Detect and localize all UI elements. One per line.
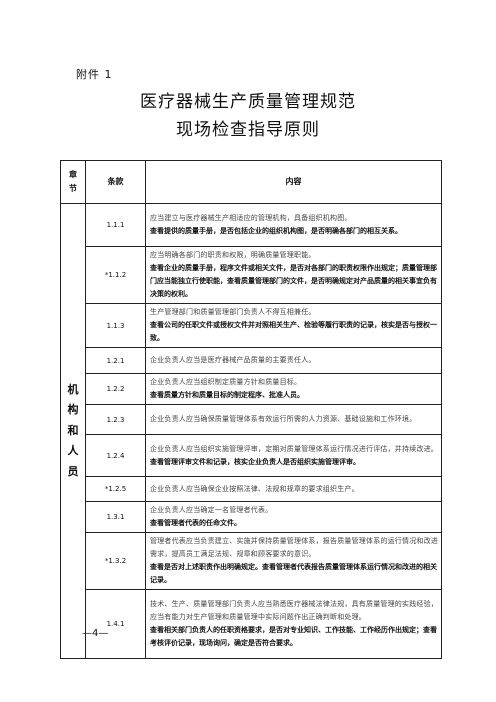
chapter-char: 机 — [67, 383, 79, 397]
content-cell: 生产管理部门和质量管理部门负责人不得互相兼任。查看公司的任职文件或授权文件并对照… — [145, 303, 442, 348]
requirement-text: 管理者代表应当负责建立、实施并保持质量管理体系，报告质量管理体系的运行情况和改进… — [150, 537, 438, 558]
chapter-char: 员 — [67, 464, 79, 478]
requirement-text: 企业负责人应当确定一名管理者代表。 — [150, 506, 273, 514]
requirement-text: 企业负责人应当是医疗器械产品质量的主要责任人。 — [150, 356, 316, 364]
document-title-line2: 现场检查指导原则 — [176, 120, 320, 140]
table-header-row: 章节 条款 内容 — [60, 160, 442, 204]
chapter-name: 机构和人员 — [61, 380, 85, 482]
content-cell: 管理者代表应当负责建立、实施并保持质量管理体系，报告质量管理体系的运行情况和改进… — [145, 532, 442, 590]
table-row: *1.2.5 企业负责人应当确保企业按照法律、法规和规章的要求组织生产。 — [61, 476, 442, 502]
table-row: 1.2.3 企业负责人应当确保质量管理体系有效运行所需的人力资源、基础设施和工作… — [61, 404, 442, 435]
content-cell: 企业负责人应当是医疗器械产品质量的主要责任人。 — [145, 347, 442, 374]
content-cell: 企业负责人应当组织实施管理评审，定期对质量管理体系运行情况进行评估，并持续改进。… — [145, 434, 442, 477]
clause-number: 1.2.1 — [85, 347, 146, 374]
content-cell: 企业负责人应当确保质量管理体系有效运行所需的人力资源、基础设施和工作环境。 — [145, 404, 442, 435]
table-row: 机构和人员 1.1.1 应当建立与医疗器械生产相适应的管理机构，具备组织机构图。… — [60, 203, 442, 659]
document-title-line1: 医疗器械生产质量管理规范 — [140, 92, 356, 112]
requirement-text: 应当建立与医疗器械生产相适应的管理机构，具备组织机构图。 — [150, 214, 352, 222]
header-chapter: 章节 — [60, 160, 86, 204]
clause-number: 1.2.4 — [85, 434, 146, 477]
clause-number: 1.4.1 — [85, 589, 146, 659]
content-cell: 企业负责人应当确保企业按照法律、法规和规章的要求组织生产。 — [145, 476, 442, 502]
table-row: 1.2.4 企业负责人应当组织实施管理评审，定期对质量管理体系运行情况进行评估，… — [61, 434, 442, 477]
requirement-text: 企业负责人应当组织制定质量方针和质量目标。 — [150, 378, 302, 386]
chapter-char: 人 — [67, 444, 79, 458]
check-text: 查看管理评审文件和记录，核实企业负责人是否组织实施管理评审。 — [150, 457, 360, 466]
table-row: 1.3.1 企业负责人应当确定一名管理者代表。查看管理者代表的任命文件。 — [61, 501, 442, 533]
page-number: —4— — [82, 628, 109, 639]
clause-number: 1.3.1 — [85, 501, 146, 533]
content-cell: 企业负责人应当确定一名管理者代表。查看管理者代表的任命文件。 — [145, 501, 442, 533]
check-text: 查看是否对上述职责作出明确规定。查看管理者代表报告质量管理体系运行情况和改进的相… — [150, 563, 437, 584]
check-text: 查看相关部门负责人的任职资格要求，是否对专业知识、工作技能、工作经历作出规定；查… — [150, 626, 437, 647]
requirement-text: 应当明确各部门的职责和权限，明确质量管理职能。 — [150, 251, 316, 259]
content-cell: 应当建立与医疗器械生产相适应的管理机构，具备组织机构图。查看提供的质量手册，是否… — [145, 203, 442, 247]
header-clause: 条款 — [85, 160, 146, 204]
clause-number: *1.1.2 — [85, 246, 146, 304]
table-row: *1.1.2 应当明确各部门的职责和权限，明确质量管理职能。查看企业的质量手册，… — [61, 246, 442, 304]
clause-number: 1.2.3 — [85, 404, 146, 435]
requirement-text: 企业负责人应当组织实施管理评审，定期对质量管理体系运行情况进行评估，并持续改进。 — [150, 444, 438, 453]
check-text: 查看提供的质量手册，是否包括企业的组织机构图，是否明确各部门的相互关系。 — [150, 227, 402, 235]
content-cell: 企业负责人应当组织制定质量方针和质量目标。查看质量方针和质量目标的制定程序、批准… — [145, 373, 442, 405]
table-row: *1.3.2 管理者代表应当负责建立、实施并保持质量管理体系，报告质量管理体系的… — [61, 532, 442, 590]
check-text: 查看企业的质量手册，程序文件或相关文件，是否对各部门的职责权限作出规定；质量管理… — [150, 264, 437, 298]
check-text: 查看公司的任职文件或授权文件并对照相关生产、检验等履行职责的记录，核实是否与授权… — [150, 321, 437, 342]
header-content: 内容 — [145, 160, 442, 204]
clause-number: 1.1.3 — [85, 303, 146, 348]
chapter-char: 构 — [67, 403, 79, 417]
check-text: 查看质量方针和质量目标的制定程序、批准人员。 — [150, 391, 304, 399]
requirement-text: 企业负责人应当确保质量管理体系有效运行所需的人力资源、基础设施和工作环境。 — [150, 415, 417, 423]
clause-number: 1.2.2 — [85, 373, 146, 405]
requirement-text: 企业负责人应当确保企业按照法律、法规和规章的要求组织生产。 — [150, 484, 359, 493]
table-row: 1.1.3 生产管理部门和质量管理部门负责人不得互相兼任。查看公司的任职文件或授… — [61, 303, 442, 348]
requirement-text: 技术、生产、质量管理部门负责人应当熟悉医疗器械法律法规，具有质量管理的实践经验，… — [150, 600, 438, 621]
clause-number: 1.1.1 — [85, 203, 146, 247]
requirement-text: 生产管理部门和质量管理部门负责人不得互相兼任。 — [150, 308, 316, 316]
table-row: 1.2.2 企业负责人应当组织制定质量方针和质量目标。查看质量方针和质量目标的制… — [61, 373, 442, 405]
table-row: 1.2.1 企业负责人应当是医疗器械产品质量的主要责任人。 — [61, 347, 442, 374]
clause-number: *1.3.2 — [85, 532, 146, 590]
table-row: 1.4.1 技术、生产、质量管理部门负责人应当熟悉医疗器械法律法规，具有质量管理… — [61, 589, 442, 659]
chapter-cell: 机构和人员 — [60, 203, 86, 659]
inspection-table: 章节 条款 内容 机构和人员 1.1.1 应当建立与医疗器械生产相适应的管理机构… — [60, 160, 442, 659]
clause-number: *1.2.5 — [85, 476, 146, 502]
content-cell: 应当明确各部门的职责和权限，明确质量管理职能。查看企业的质量手册，程序文件或相关… — [145, 246, 442, 304]
chapter-char: 和 — [67, 423, 79, 437]
annex-label: 附件 1 — [76, 68, 113, 81]
content-cell: 技术、生产、质量管理部门负责人应当熟悉医疗器械法律法规，具有质量管理的实践经验，… — [145, 589, 442, 659]
check-text: 查看管理者代表的任命文件。 — [150, 519, 241, 527]
